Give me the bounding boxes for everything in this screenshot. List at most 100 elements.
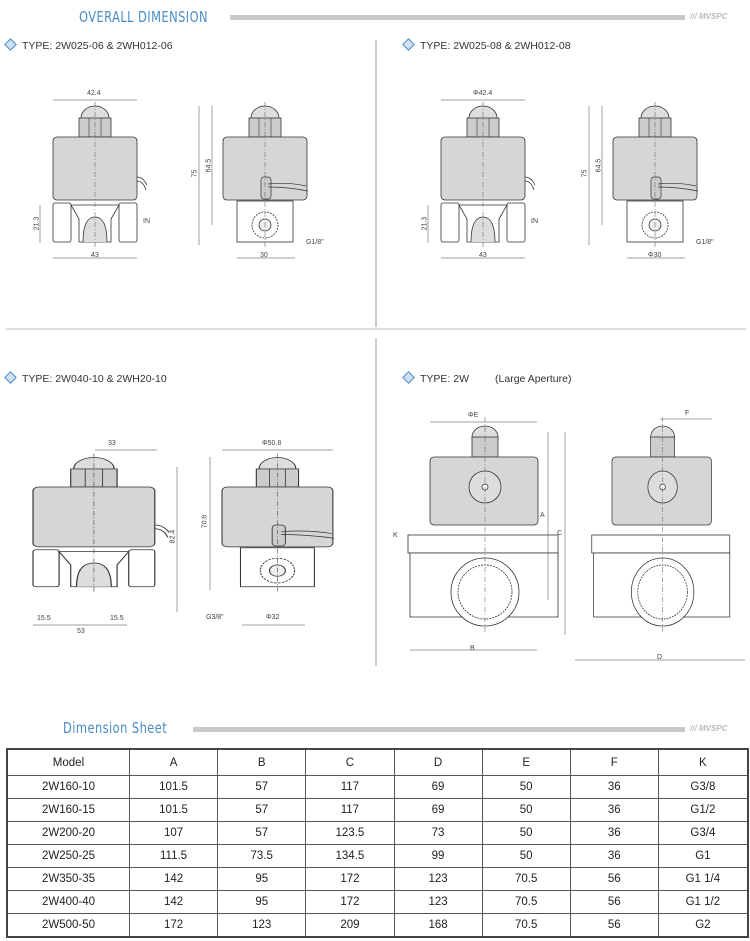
dim-side-bottom: Φ30 (648, 252, 662, 259)
column-header: K (657, 748, 749, 776)
dim-left: 15.5 (37, 615, 51, 622)
table-cell: 172 (305, 867, 395, 891)
table-cell: 101.5 (128, 798, 219, 822)
type-label: TYPE: 2W040-10 & 2WH20-10 (22, 373, 167, 385)
table-cell: 2W250-25 (6, 844, 130, 868)
type-label: TYPE: 2W (420, 373, 470, 385)
valve-side-view-1 (222, 101, 309, 248)
table-cell: 99 (393, 844, 483, 868)
dim-bottom: 43 (91, 252, 99, 259)
dim-h-total: 82.4 (169, 529, 177, 544)
table-cell: G3/4 (657, 821, 749, 845)
technical-drawings (32, 99, 745, 661)
dim-side-bottom: 30 (260, 252, 268, 259)
dim-top: 33 (108, 440, 116, 447)
section-title-sheet: Dimension Sheet (63, 719, 168, 737)
divider-vertical-top (375, 40, 377, 327)
valve-front-view-1 (52, 101, 148, 248)
valve-large-front-view (407, 416, 559, 633)
valve-front-view-3 (32, 453, 170, 593)
table-cell: 73 (393, 821, 483, 845)
valve-side-view-3 (221, 453, 335, 593)
table-cell: 73.5 (217, 844, 307, 868)
table-cell: 123 (393, 890, 483, 914)
table-cell: G1/2 (657, 798, 749, 822)
panel-type-1: TYPE: 2W025-06 & 2WH012-06 (4, 38, 173, 52)
table-cell: 168 (393, 913, 483, 938)
table-cell: G1 1/4 (657, 867, 749, 891)
table-cell: 123 (393, 867, 483, 891)
table-cell: 101.5 (128, 775, 219, 799)
table-cell: 70.5 (481, 913, 571, 938)
valve-side-view-2 (612, 101, 699, 248)
title-bar (230, 15, 685, 20)
table-cell: 111.5 (128, 844, 219, 868)
brand-mark: /// MVSPC (690, 12, 728, 21)
brand-mark: /// MVSPC (690, 724, 728, 733)
table-cell: 117 (305, 798, 395, 822)
table-cell: 117 (305, 775, 395, 799)
table-cell: 57 (217, 821, 307, 845)
dim-h-mid: 64.5 (205, 158, 213, 173)
table-cell: G2 (657, 913, 749, 938)
dimension-lines-2 (427, 99, 685, 259)
table-cell: 56 (569, 890, 659, 914)
table-cell: 36 (569, 844, 659, 868)
divider-vertical-bottom (375, 338, 377, 666)
dimension-lines-3 (33, 449, 333, 626)
table-cell: G1 1/2 (657, 890, 749, 914)
dim-top: Φ42.4 (473, 90, 493, 97)
dim-e: ΦE (468, 412, 479, 419)
table-cell: 36 (569, 775, 659, 799)
dim-h-total: 75 (191, 169, 199, 178)
dim-top: 42.4 (87, 90, 101, 97)
table-cell: 57 (217, 798, 307, 822)
dim-h-mid: 64.5 (595, 158, 603, 173)
column-header: B (217, 748, 307, 776)
table-cell: 57 (217, 775, 307, 799)
table-cell: 142 (128, 867, 219, 891)
table-cell: 36 (569, 798, 659, 822)
table-cell: 50 (481, 821, 571, 845)
dim-h-total: 75 (581, 169, 589, 178)
dim-d: D (657, 654, 663, 661)
table-cell: 69 (393, 775, 483, 799)
table-cell: 142 (128, 890, 219, 914)
table-cell: 70.5 (481, 890, 571, 914)
dim-f: F (685, 410, 690, 417)
column-header: E (481, 748, 571, 776)
table-cell: 2W200-20 (6, 821, 130, 845)
table-cell: 95 (217, 890, 307, 914)
table-cell: 134.5 (305, 844, 395, 868)
dim-bottom: 53 (77, 628, 85, 635)
dim-k: K (393, 532, 398, 539)
panel-type-3: TYPE: 2W040-10 & 2WH20-10 (4, 371, 167, 385)
type-label: TYPE: 2W025-08 & 2WH012-08 (420, 40, 571, 52)
table-cell: 70.5 (481, 867, 571, 891)
table-cell: 172 (128, 913, 219, 938)
table-cell: G1 (657, 844, 749, 868)
dim-a: A (540, 512, 545, 519)
table-cell: 95 (217, 867, 307, 891)
table-cell: 2W500-50 (6, 913, 130, 938)
type-label: TYPE: 2W025-06 & 2WH012-06 (22, 40, 173, 52)
table-cell: 123.5 (305, 821, 395, 845)
dim-b: B (470, 645, 475, 652)
dim-in: IN (143, 218, 150, 225)
valve-front-view-2 (440, 101, 536, 248)
dim-side-top: Φ50.8 (262, 440, 282, 447)
dimension-lines-1 (39, 99, 295, 259)
table-cell: 209 (305, 913, 395, 938)
dim-in: IN (531, 218, 538, 225)
table-cell: 2W350-35 (6, 867, 130, 891)
dim-c: C (557, 530, 563, 537)
table-cell: 56 (569, 913, 659, 938)
table-cell: 50 (481, 775, 571, 799)
